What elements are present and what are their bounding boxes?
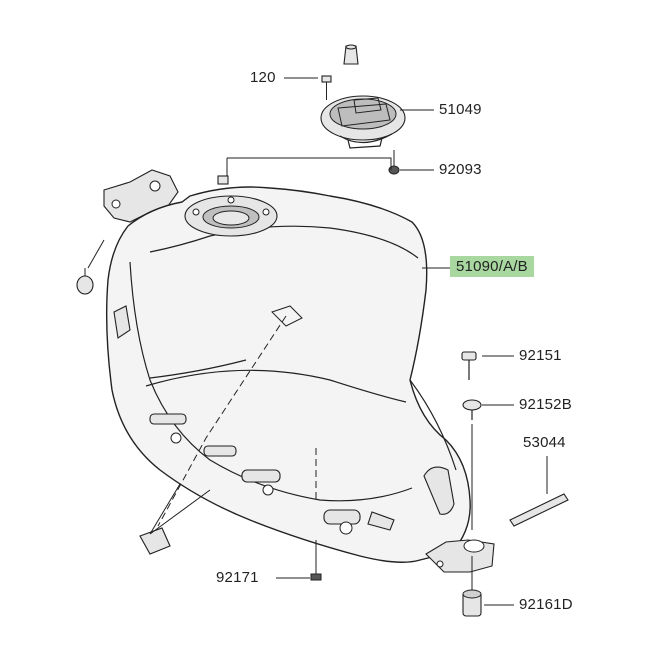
- part-number-92093[interactable]: 92093: [439, 161, 482, 178]
- fuel-tank[interactable]: [76, 169, 495, 573]
- fuel-cap-assembly[interactable]: [320, 44, 406, 175]
- rod-53044[interactable]: [509, 493, 569, 527]
- part-number-120[interactable]: 120: [250, 69, 276, 86]
- drain-cap[interactable]: [139, 527, 171, 555]
- part-number-92151[interactable]: 92151: [519, 347, 562, 364]
- collar-92152B[interactable]: [462, 399, 482, 420]
- bolt-92151[interactable]: [461, 351, 477, 380]
- damper-92161D[interactable]: [462, 589, 482, 617]
- bolt-92171: [310, 573, 322, 581]
- part-number-92161D[interactable]: 92161D: [519, 596, 573, 613]
- part-number-53044[interactable]: 53044: [523, 434, 566, 451]
- part-number-92171[interactable]: 92171: [216, 569, 259, 586]
- part-number-51049[interactable]: 51049: [439, 101, 482, 118]
- part-number-92152B[interactable]: 92152B: [519, 396, 572, 413]
- part-number-51090-highlighted[interactable]: 51090/A/B: [450, 256, 534, 277]
